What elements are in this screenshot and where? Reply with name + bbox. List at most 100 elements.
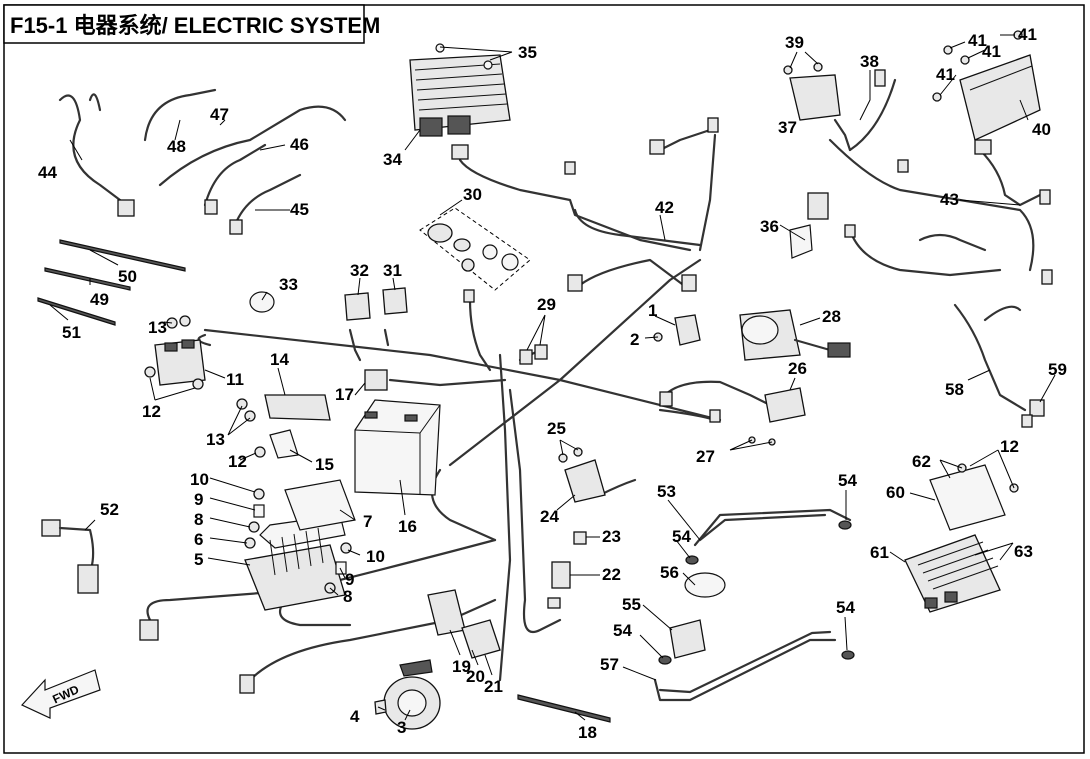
callout-numbers: 1 2 3 4 5 6 7 8 8 9 9 10 10 11 12 12 12 … <box>38 25 1067 742</box>
callout: 13 <box>206 430 225 449</box>
title-block: F15-1 电器系统/ ELECTRIC SYSTEM <box>3 4 380 44</box>
callout: 61 <box>870 543 889 562</box>
callout: 29 <box>537 295 556 314</box>
callout: 5 <box>194 550 203 569</box>
part-16-battery <box>354 399 441 496</box>
callout: 12 <box>228 452 247 471</box>
callout: 60 <box>886 483 905 502</box>
part-43-harness <box>828 138 1053 285</box>
sub-harnesses-left <box>58 88 347 235</box>
callout: 47 <box>210 105 229 124</box>
callout: 16 <box>398 517 417 536</box>
callout: 1 <box>648 301 657 320</box>
part-36-sensor <box>789 192 829 259</box>
callout: 12 <box>1000 437 1019 456</box>
part-23-connector <box>573 531 587 545</box>
spacer-9b <box>335 561 347 575</box>
bolt-10b <box>340 542 352 554</box>
callout: 42 <box>655 198 674 217</box>
harness-connectors <box>139 117 721 694</box>
part-14-bracket <box>264 394 331 421</box>
part-17-relay <box>364 369 388 391</box>
callout: 24 <box>540 507 559 526</box>
callout: 41 <box>982 42 1001 61</box>
part-11-starter-relay <box>144 315 206 390</box>
callout: 9 <box>194 490 203 509</box>
callout: 54 <box>613 621 632 640</box>
callout: 4 <box>350 707 360 726</box>
callout: 49 <box>90 290 109 309</box>
nut-13b <box>244 410 256 422</box>
nut-8a <box>248 521 260 533</box>
callout: 55 <box>622 595 641 614</box>
callout: 28 <box>822 307 841 326</box>
nut-13 <box>236 398 248 410</box>
screw-25a <box>558 453 568 463</box>
callout: 26 <box>788 359 807 378</box>
callout: 12 <box>142 402 161 421</box>
callout: 36 <box>760 217 779 236</box>
callout: 41 <box>1018 25 1037 44</box>
callout: 58 <box>945 380 964 399</box>
bolt-10a <box>253 488 265 500</box>
part-22-sensor <box>551 561 571 589</box>
part-33-cap <box>249 291 275 313</box>
callout: 31 <box>383 261 402 280</box>
callout: 41 <box>968 31 987 50</box>
part-37-ignition-coil <box>783 62 897 152</box>
callout: 40 <box>1032 120 1051 139</box>
callout: 8 <box>343 587 352 606</box>
fwd-arrow: FWD <box>21 669 101 719</box>
callout: 44 <box>38 163 57 182</box>
spacer-9a <box>253 504 265 518</box>
callout: 38 <box>860 52 879 71</box>
callout: 33 <box>279 275 298 294</box>
part-31-32-relays <box>344 287 408 321</box>
callout: 6 <box>194 530 203 549</box>
callout: 3 <box>397 718 406 737</box>
part-29-connector-a <box>519 349 533 365</box>
callout: 43 <box>940 190 959 209</box>
callout: 59 <box>1048 360 1067 379</box>
callout: 21 <box>484 677 503 696</box>
part-15-clip <box>269 429 299 459</box>
part-34-regulator <box>409 43 511 137</box>
callout: 22 <box>602 565 621 584</box>
part-28-handlebar-switch <box>739 309 851 361</box>
part-19-connector <box>427 589 466 636</box>
part-30-kit <box>419 207 531 291</box>
callout: 27 <box>696 447 715 466</box>
callout: 35 <box>518 43 537 62</box>
callout: 54 <box>838 471 857 490</box>
callout: 8 <box>194 510 203 529</box>
callout: 57 <box>600 655 619 674</box>
part-20-21-connector <box>461 619 501 659</box>
callout: 50 <box>118 267 137 286</box>
callout: 19 <box>452 657 471 676</box>
callout: 54 <box>836 598 855 617</box>
callout: 39 <box>785 33 804 52</box>
part-3-horn <box>383 659 441 730</box>
callout: 53 <box>657 482 676 501</box>
part-5-fuse-box <box>244 514 346 611</box>
callout: 41 <box>936 65 955 84</box>
callout: 37 <box>778 118 797 137</box>
callout: 2 <box>630 330 639 349</box>
callout: 56 <box>660 563 679 582</box>
callout: 48 <box>167 137 186 156</box>
diagram-frame <box>3 4 1085 754</box>
callout: 7 <box>363 512 372 531</box>
callout: 17 <box>335 385 354 404</box>
callout: 15 <box>315 455 334 474</box>
diagram-title: F15-1 电器系统/ ELECTRIC SYSTEM <box>10 13 380 38</box>
part-18-strap <box>517 694 611 723</box>
part-4-bolt <box>374 699 387 715</box>
part-52-connector <box>41 519 99 594</box>
callout: 18 <box>578 723 597 742</box>
callout: 45 <box>290 200 309 219</box>
part-58-harness <box>953 303 1045 428</box>
nut-12 <box>254 446 266 458</box>
part-26-module <box>764 387 806 423</box>
callout: 51 <box>62 323 81 342</box>
